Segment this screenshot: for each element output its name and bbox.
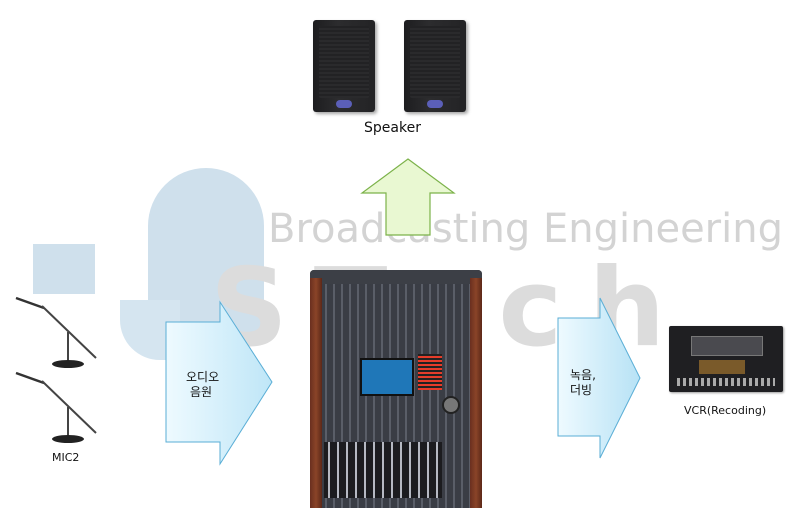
vcr-display	[699, 360, 745, 374]
microphone-stand-top	[15, 296, 97, 368]
vcr-tape-slot	[691, 336, 763, 356]
speaker-right	[404, 20, 466, 112]
arrow-up-to-speaker	[360, 158, 456, 236]
watermark-logo-square	[33, 244, 95, 294]
mic-label: MIC2	[52, 451, 80, 464]
vcr-buttons	[677, 378, 775, 386]
arrow-recording	[557, 297, 641, 459]
watermark-subtitle: Broadcasting Engineering	[268, 206, 783, 252]
digital-mixer-console	[310, 270, 482, 508]
speaker-logo-icon	[336, 100, 352, 108]
speaker-logo-icon	[427, 100, 443, 108]
mixer-faders	[324, 442, 442, 498]
microphone-stand-bottom	[15, 371, 97, 443]
audio-source-label: 오디오 음원	[186, 370, 220, 399]
vcr-deck	[669, 326, 783, 392]
vcr-label: VCR(Recoding)	[684, 404, 767, 417]
mixer-screen	[360, 358, 414, 396]
speaker-left	[313, 20, 375, 112]
speaker-label: Speaker	[364, 120, 421, 136]
recording-label: 녹음, 더빙	[570, 368, 596, 397]
mixer-level-meters	[418, 354, 442, 390]
arrow-audio-source	[165, 300, 273, 466]
mixer-jog-wheel-icon	[442, 396, 460, 414]
